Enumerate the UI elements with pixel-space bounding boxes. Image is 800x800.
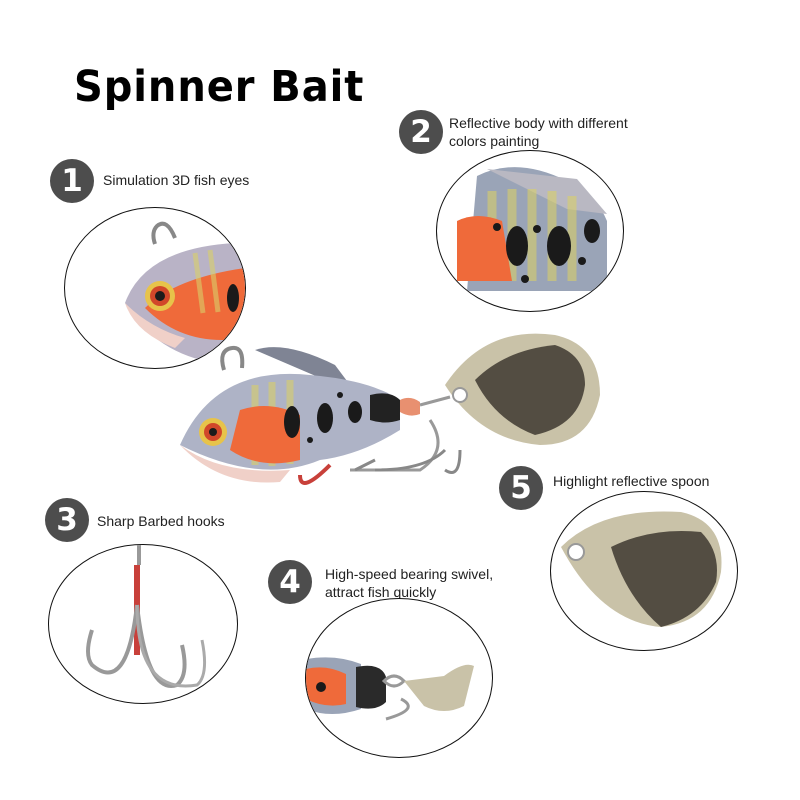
eye-closeup-circle xyxy=(64,207,246,369)
page-title: Spinner Bait xyxy=(74,62,365,112)
feature-3-label: Sharp Barbed hooks xyxy=(97,513,225,529)
feature-1-label: Simulation 3D fish eyes xyxy=(103,172,250,188)
feature-3-badge: 3 xyxy=(45,498,89,542)
hook-closeup-circle xyxy=(48,544,238,704)
body-closeup-circle xyxy=(436,150,624,312)
fish-eye-closeup-image xyxy=(125,221,245,363)
feature-5-badge: 5 xyxy=(499,466,543,510)
swivel-closeup-circle xyxy=(305,598,493,758)
feature-2-label-line1: Reflective body with different xyxy=(449,115,628,131)
reflective-spoon-closeup-image xyxy=(561,511,722,627)
spoon-closeup-circle xyxy=(550,491,738,651)
feature-4-label-line2: attract fish quickly xyxy=(325,584,437,600)
feature-2-badge: 2 xyxy=(399,110,443,154)
reflective-body-closeup-image xyxy=(457,167,607,291)
feature-4-badge: 4 xyxy=(268,560,312,604)
feature-5-label: Highlight reflective spoon xyxy=(553,473,710,489)
bearing-swivel-closeup-image xyxy=(306,657,474,721)
feature-2-label-line2: colors painting xyxy=(449,133,540,149)
barbed-hook-closeup-image xyxy=(86,545,207,688)
feature-1-badge: 1 xyxy=(50,159,94,203)
feature-4-label-line1: High-speed bearing swivel, xyxy=(325,566,494,582)
